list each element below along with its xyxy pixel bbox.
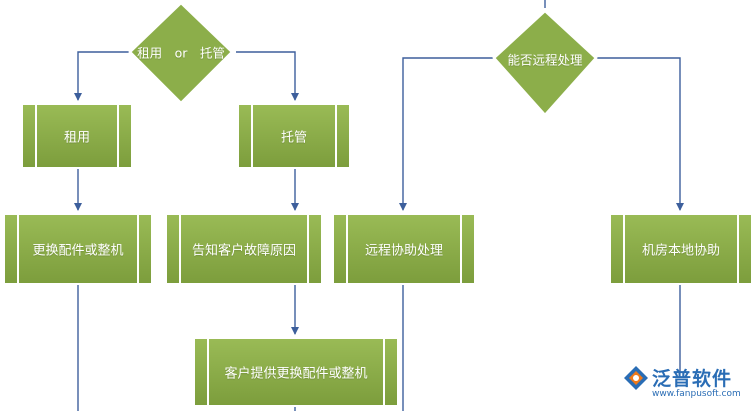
logo-url: www.fanpusoft.com [652,389,741,399]
fanpu-logo: 泛普软件 www.fanpusoft.com [622,362,750,406]
process-box-remote-assist [332,213,476,285]
process-box-host [237,103,351,169]
process-box-rent [21,103,133,169]
box-notify-customer-label: 告知客户故障原因 [191,243,297,259]
decision-rent-or-host-label: 租用 or 托管 [137,45,225,61]
box-replace-parts-label: 更换配件或整机 [32,243,124,259]
box-customer-replace-label: 客户提供更换配件或整机 [224,366,368,382]
arrow-to-rent [74,51,137,101]
box-onsite-assist-label: 机房本地协助 [641,243,721,259]
process-box-replace-parts [3,213,153,285]
decision-remote-possible [492,9,598,117]
process-box-customer-replace [193,337,399,407]
decision-remote-possible-label: 能否远程处理 [507,52,583,68]
connectors [74,0,684,411]
arrow-to-host [236,51,299,101]
box-rent-label: 租用 [63,130,91,146]
logo-name: 泛普软件 [652,368,733,390]
process-box-onsite-assist [609,213,753,285]
arrow-to-onsite [594,57,684,211]
process-box-notify-customer [165,213,323,285]
box-remote-assist-label: 远程协助处理 [364,243,444,259]
arrow-to-remote-assist [399,57,496,211]
decision-rent-or-host [128,1,234,105]
box-host-label: 托管 [280,130,308,146]
fanpu-logo-mark-icon [624,366,648,390]
